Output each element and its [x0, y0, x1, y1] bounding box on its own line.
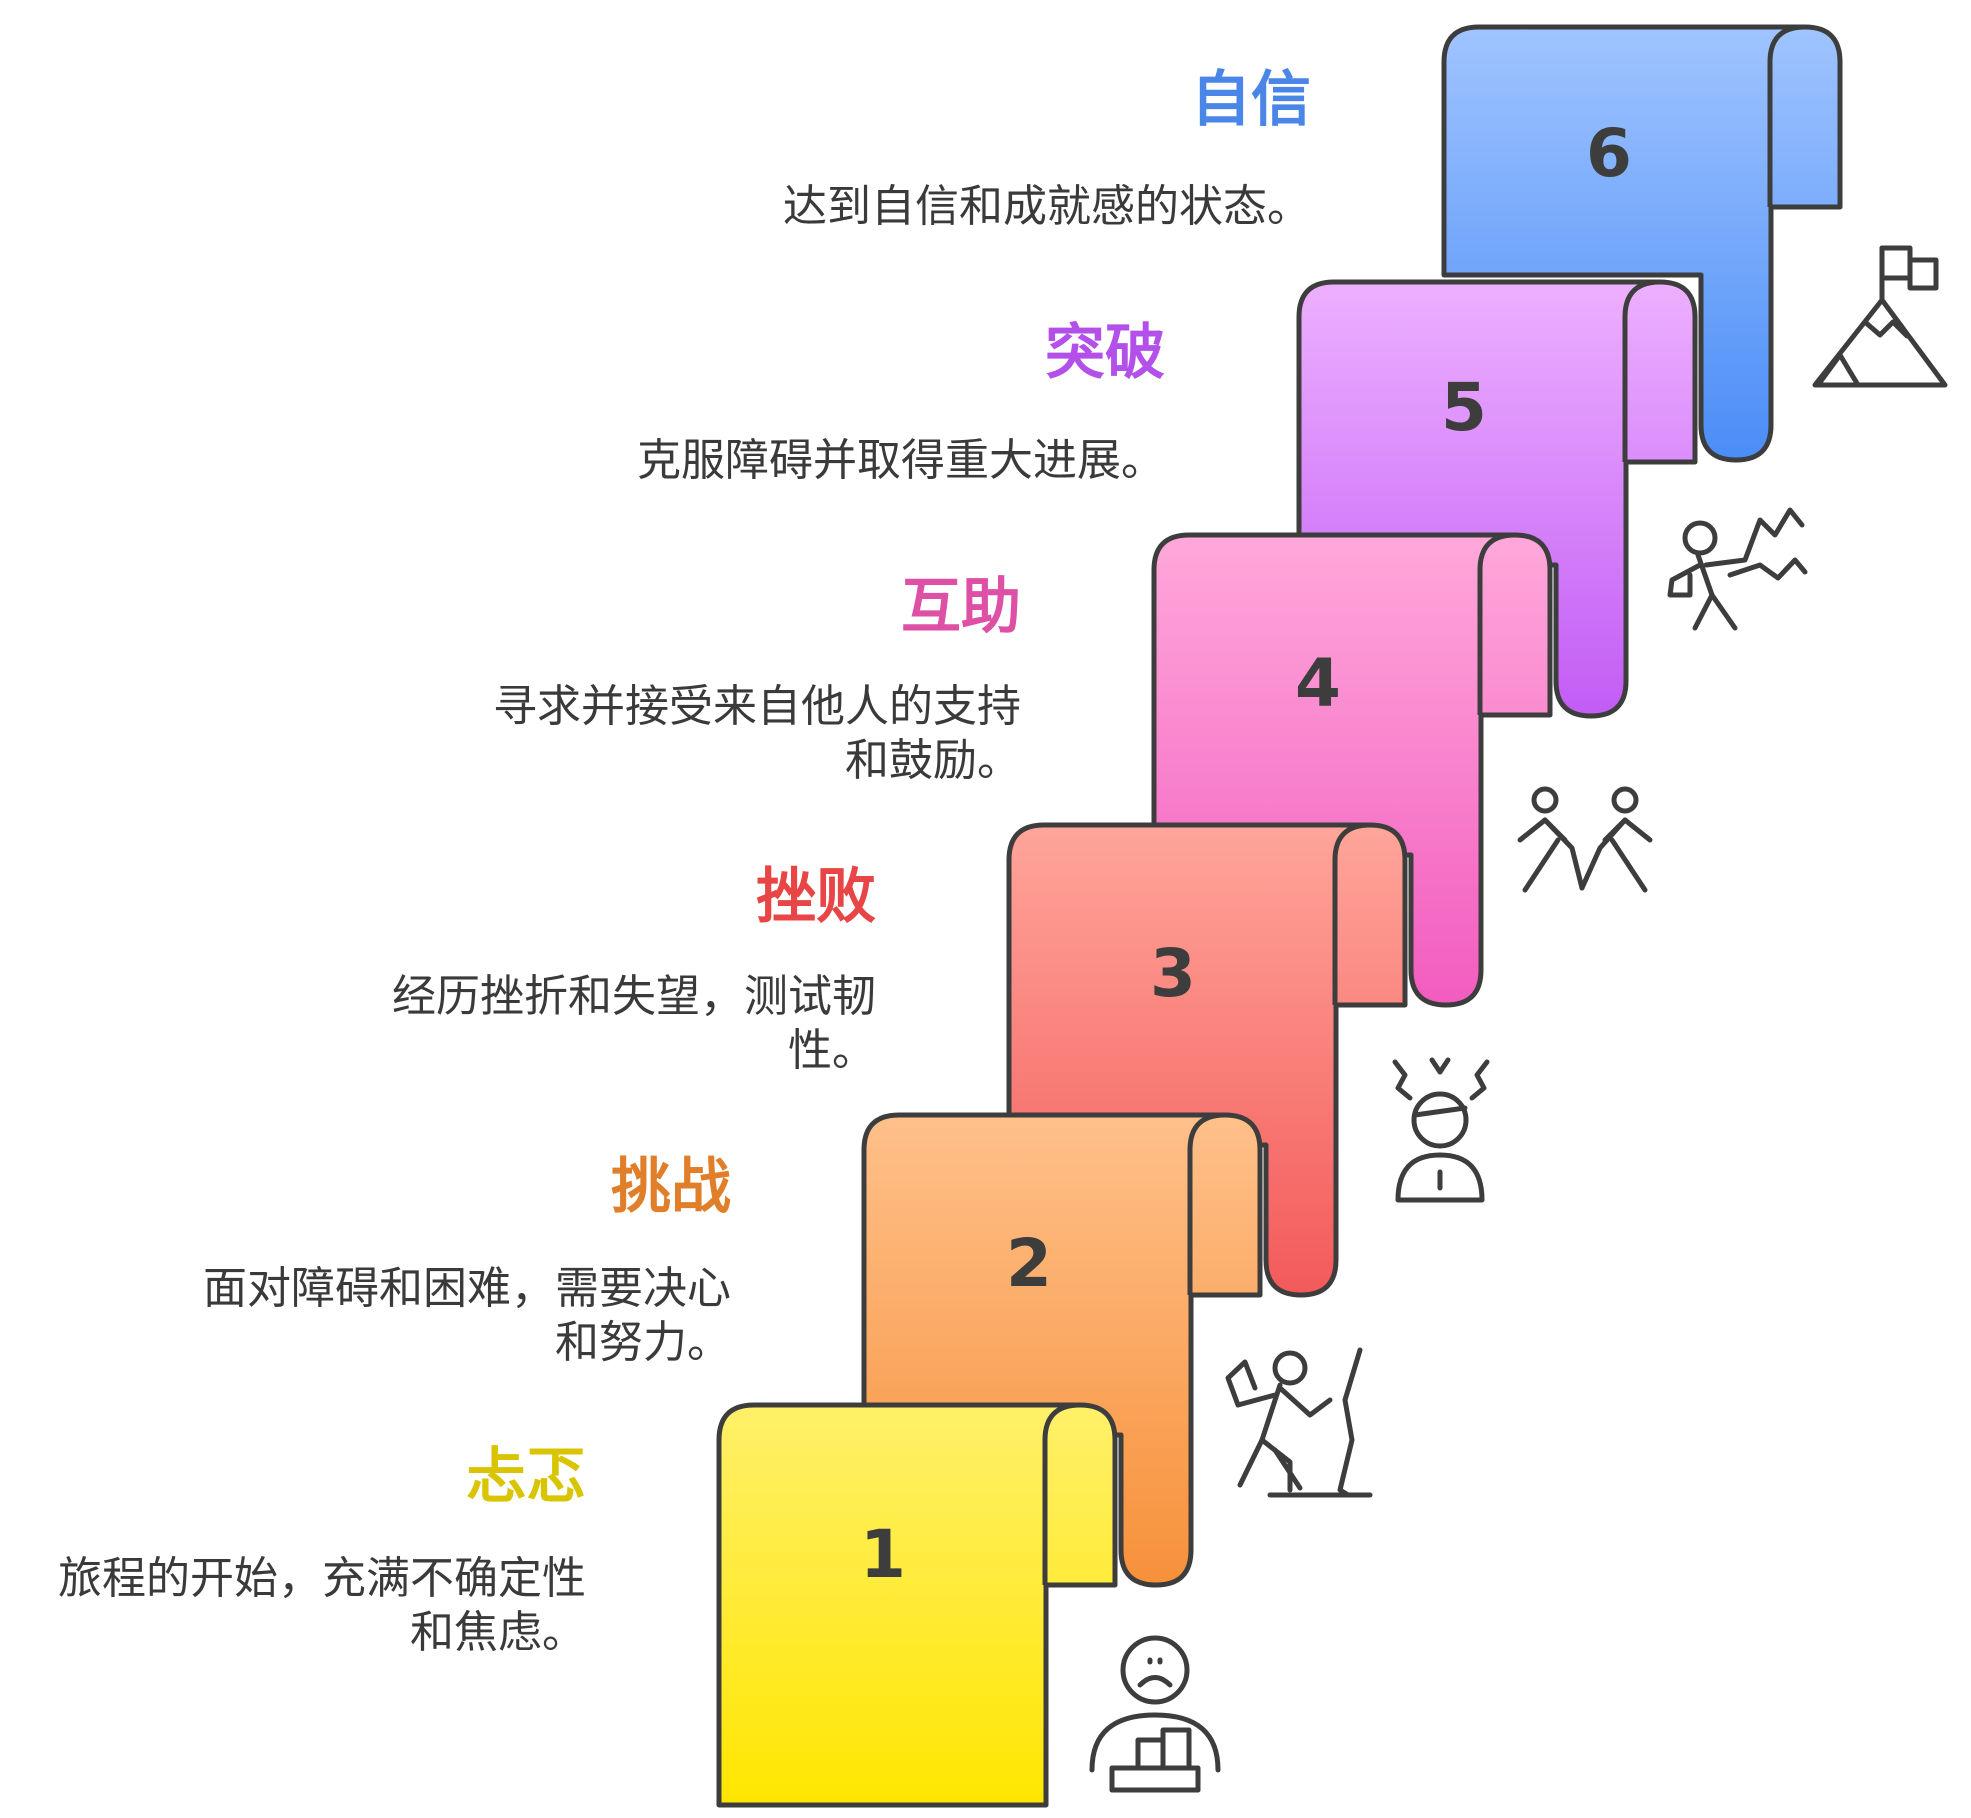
step-6-block	[1441, 24, 1843, 463]
step-1-description: 旅程的开始，充满不确定性和焦虑。	[58, 1553, 586, 1658]
step-6-curl	[1767, 24, 1806, 207]
step-2-description: 面对障碍和困难，需要决心和努力。	[203, 1263, 731, 1368]
step-3-description: 经历挫折和失望，测试韧性。	[392, 971, 876, 1076]
step-1-curl	[1042, 1402, 1081, 1585]
step-5-number: 5	[1441, 369, 1487, 446]
step-4-number: 4	[1295, 645, 1341, 722]
step-3-number: 3	[1150, 935, 1196, 1012]
step-2-number: 2	[1006, 1225, 1052, 1302]
step-6-number: 6	[1586, 115, 1632, 192]
step-3-title: 挫败	[756, 862, 876, 932]
step-1-number: 1	[860, 1516, 906, 1593]
step-4-block	[1151, 532, 1553, 1008]
step-6-title: 自信	[1191, 65, 1311, 135]
step-4-title: 互助	[901, 572, 1021, 642]
step-2-block	[861, 1112, 1263, 1588]
step-4-description: 寻求并接受来自他人的支持和鼓励。	[493, 681, 1021, 786]
anxious-person-at-desk-icon	[1089, 1635, 1221, 1793]
step-1-title: 忐忑	[466, 1442, 586, 1512]
step-2-body	[861, 1112, 1263, 1588]
step-2-curl	[1187, 1112, 1226, 1295]
step-1-body	[716, 1402, 1118, 1808]
step-2-title: 挑战	[611, 1152, 731, 1222]
step-3-body	[1006, 822, 1408, 1298]
step-5-block	[1296, 279, 1698, 719]
step-1-block	[716, 1402, 1118, 1808]
step-3-block	[1006, 822, 1408, 1298]
mountain-flag-icon	[1812, 245, 1948, 388]
step-5-title: 突破	[1045, 318, 1165, 388]
step-4-body	[1151, 532, 1553, 1008]
step-6-body	[1441, 24, 1843, 463]
helping-people-icon	[1517, 786, 1653, 893]
climber-icon	[1225, 1347, 1373, 1498]
step-5-curl	[1622, 279, 1661, 462]
step-5-description: 克服障碍并取得重大进展。	[637, 435, 1165, 486]
breakthrough-person-icon	[1667, 507, 1808, 631]
step-5-body	[1296, 279, 1698, 719]
frustrated-person-icon	[1392, 1057, 1490, 1203]
step-4-curl	[1477, 532, 1516, 715]
step-6-description: 达到自信和成就感的状态。	[783, 181, 1311, 232]
step-3-curl	[1332, 822, 1371, 1005]
